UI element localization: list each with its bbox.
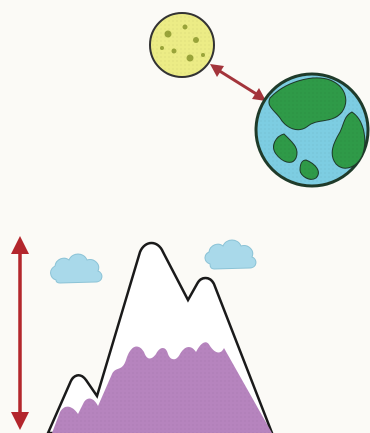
earth-icon xyxy=(254,72,370,188)
vertical-double-arrow-icon xyxy=(11,236,29,430)
cloud-icon xyxy=(50,253,103,284)
cloud-icon xyxy=(204,239,257,270)
mountain-icon xyxy=(46,241,274,433)
moon-icon xyxy=(149,12,215,78)
double-headed-arrow-icon xyxy=(210,64,266,101)
